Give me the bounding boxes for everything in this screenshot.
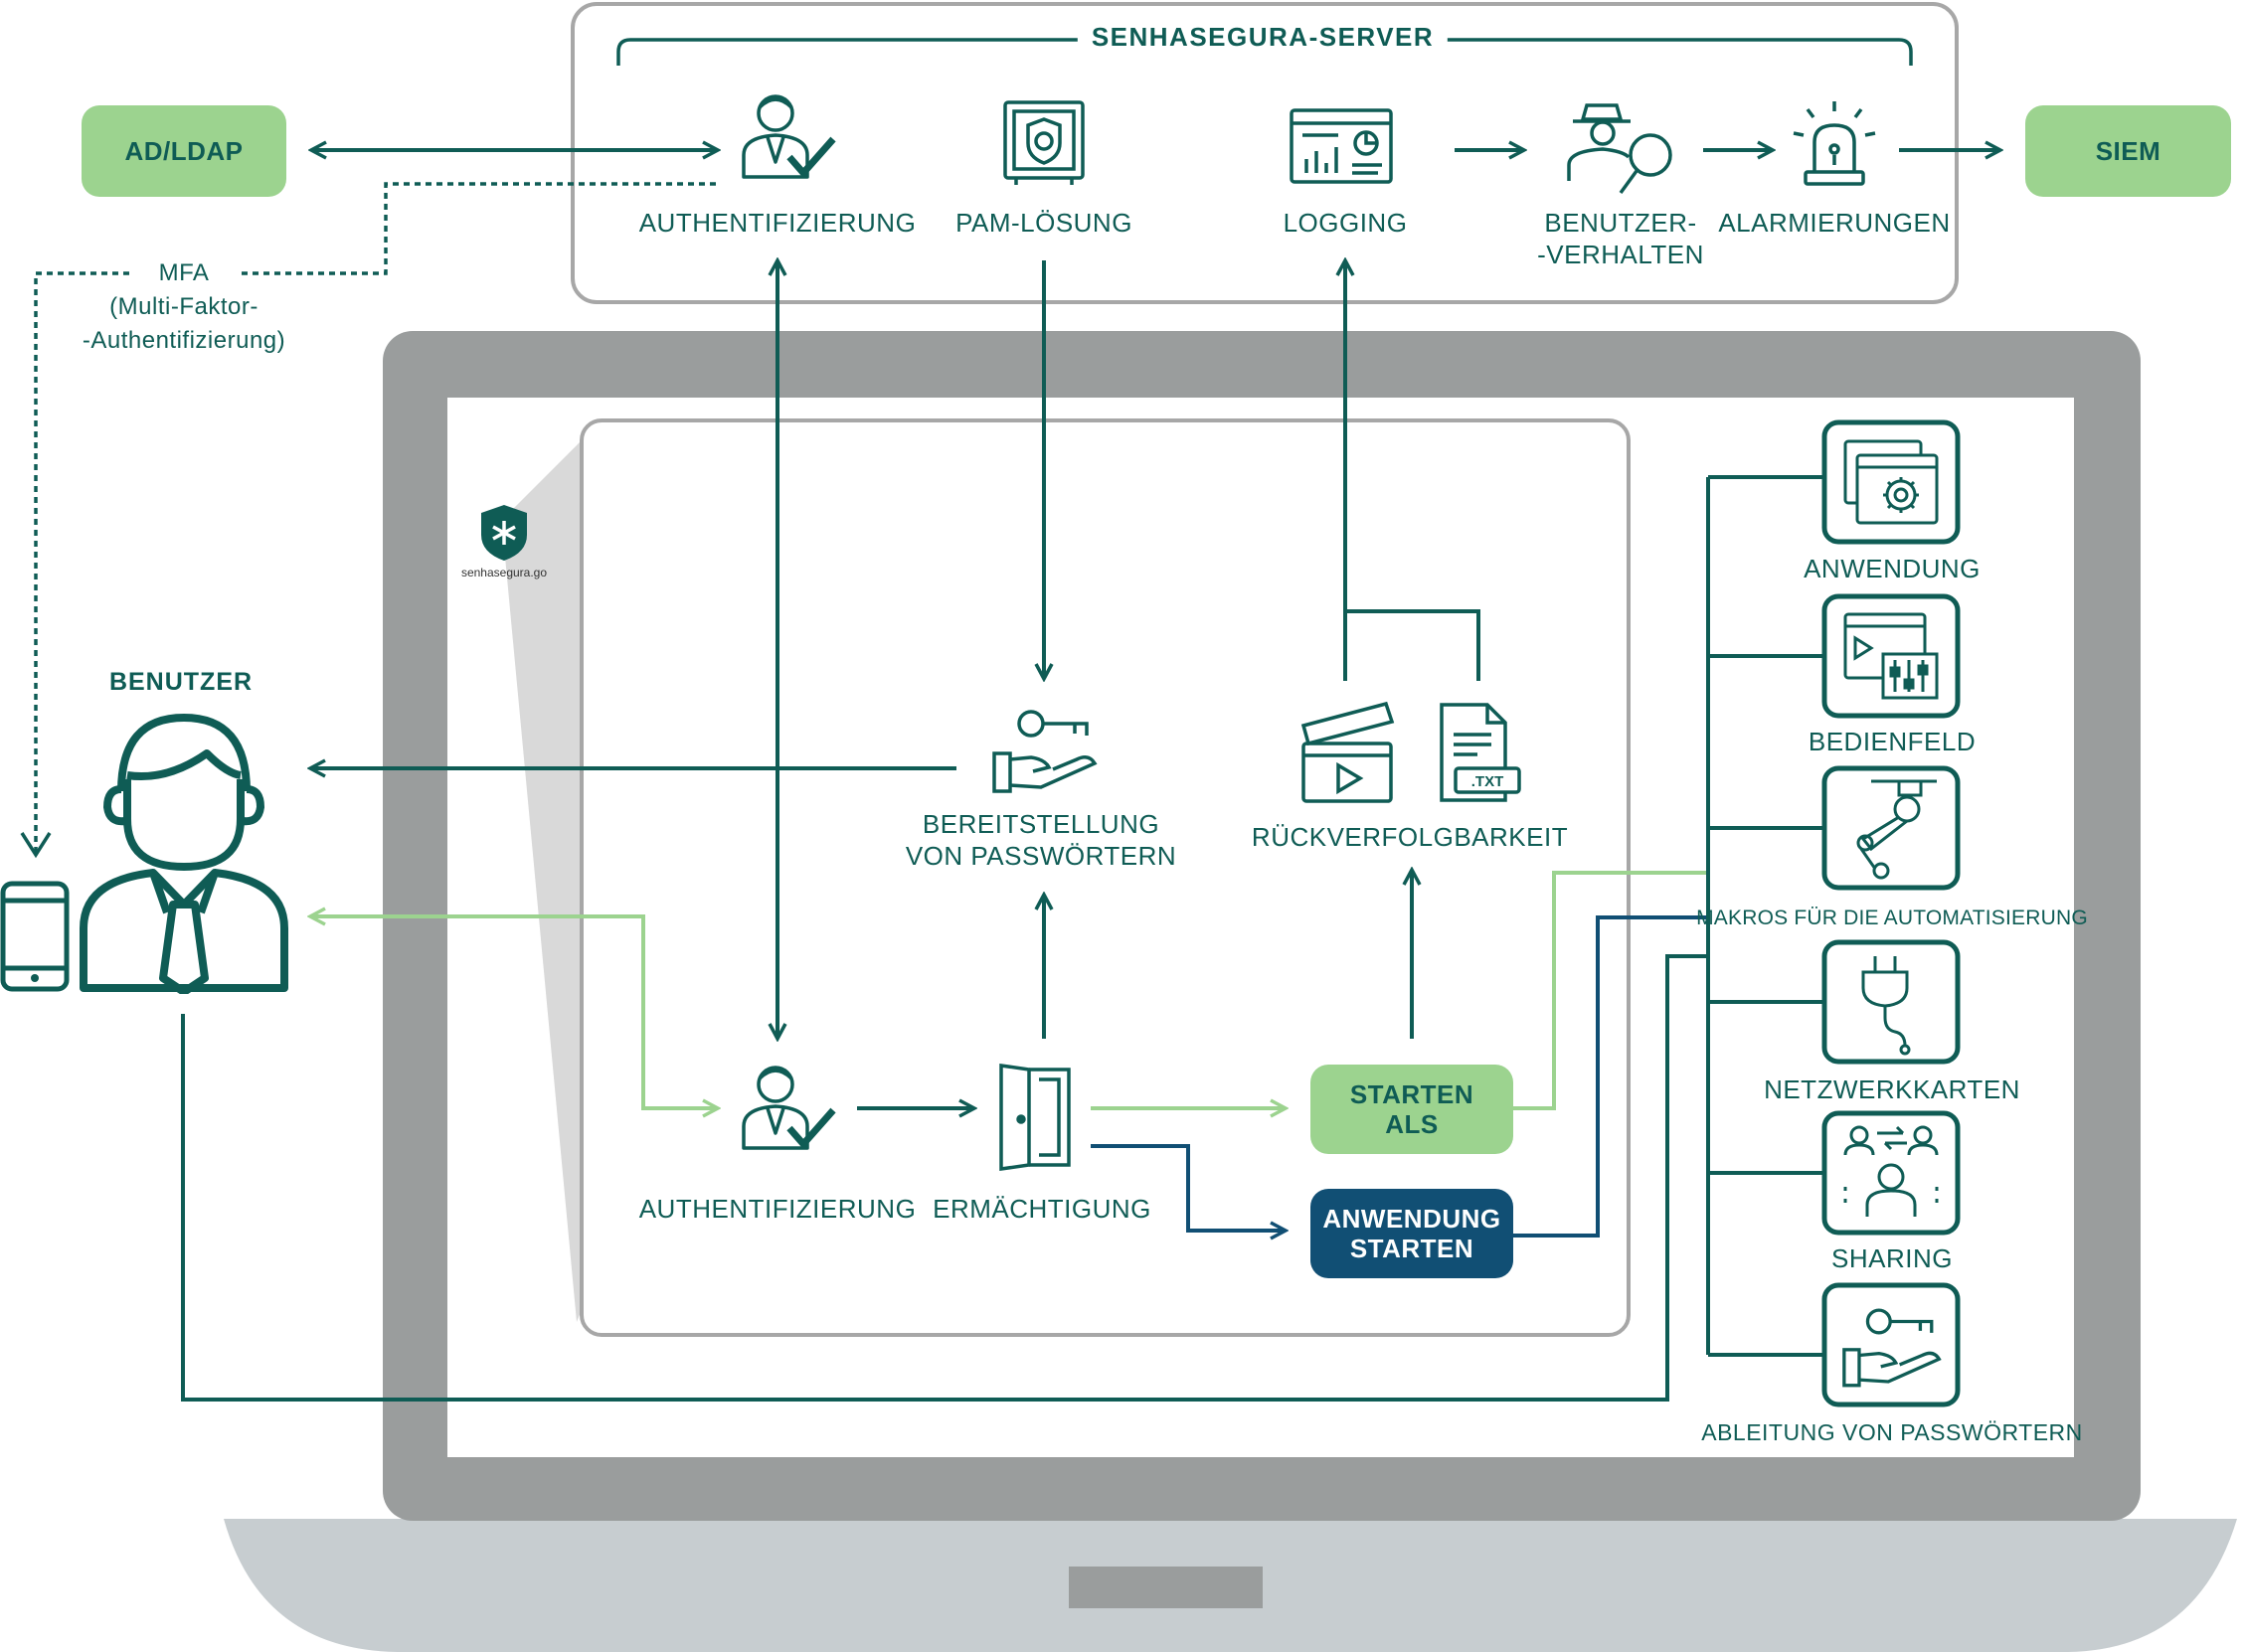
phone-icon (0, 881, 70, 992)
shield-icon (481, 505, 527, 561)
user-check-icon (742, 94, 836, 179)
frame-makros (1821, 765, 1961, 891)
starten-als-node: STARTEN ALS (1310, 1065, 1513, 1154)
door-icon (999, 1063, 1071, 1172)
user-icon (80, 714, 288, 994)
anwendung-starten-node: ANWENDUNG STARTEN (1310, 1189, 1513, 1278)
pam-label: PAM-LÖSUNG (955, 208, 1132, 238)
plug-icon (1861, 956, 1911, 1056)
control-panel-icon (1843, 612, 1939, 700)
makros-label: MAKROS FÜR DIE AUTOMATISIERUNG (1696, 907, 2088, 929)
user-check-icon (742, 1066, 836, 1150)
sharing-label: SHARING (1831, 1243, 1953, 1273)
robot-arm-icon (1856, 779, 1937, 880)
frame-netzwerk (1821, 939, 1961, 1065)
txt-file-icon: .TXT (1440, 703, 1521, 802)
user-title: BENUTZER (108, 668, 254, 696)
ableitung-label: ABLEITUNG VON PASSWÖRTERN (1701, 1419, 2083, 1445)
authorization-label: ERMÄCHTIGUNG (933, 1194, 1151, 1224)
netzwerkkarten-label: NETZWERKKARTEN (1764, 1074, 2020, 1104)
alarm-light-icon (1793, 101, 1876, 186)
svg-text:.TXT: .TXT (1471, 773, 1504, 790)
key-hand-icon (1842, 1308, 1942, 1388)
anwendung-label: ANWENDUNG (1804, 554, 1981, 583)
mfa-label: MFA (Multi-Faktor- -Authentifizierung) (82, 259, 286, 354)
brand-label: senhasegura.go (460, 566, 548, 579)
safe-icon (1003, 100, 1085, 185)
laptop-trackpad (1069, 1567, 1263, 1608)
ad-ldap-node: AD/LDAP (82, 105, 286, 197)
spy-icon (1567, 103, 1672, 195)
bedienfeld-label: BEDIENFELD (1808, 727, 1977, 756)
behavior-label: BENUTZER- -VERHALTEN (1537, 208, 1704, 269)
sharing-icon (1843, 1125, 1939, 1217)
alarms-label: ALARMIERUNGEN (1718, 208, 1951, 238)
server-title: SENHASEGURA-SERVER (1077, 22, 1449, 53)
dashboard-icon (1290, 108, 1393, 184)
app-gear-icon (1843, 439, 1939, 525)
server-auth-label: AUTHENTIFIZIERUNG (638, 208, 917, 238)
key-hand-icon (992, 710, 1098, 793)
password-delivery-label: BEREITSTELLUNG VON PASSWÖRTERN (905, 809, 1177, 871)
siem-node: SIEM (2025, 105, 2231, 197)
logging-label: LOGGING (1283, 208, 1408, 238)
clapperboard-icon (1300, 701, 1395, 803)
traceability-label: RÜCKVERFOLGBARKEIT (1251, 822, 1569, 852)
session-auth-label: AUTHENTIFIZIERUNG (638, 1194, 917, 1224)
